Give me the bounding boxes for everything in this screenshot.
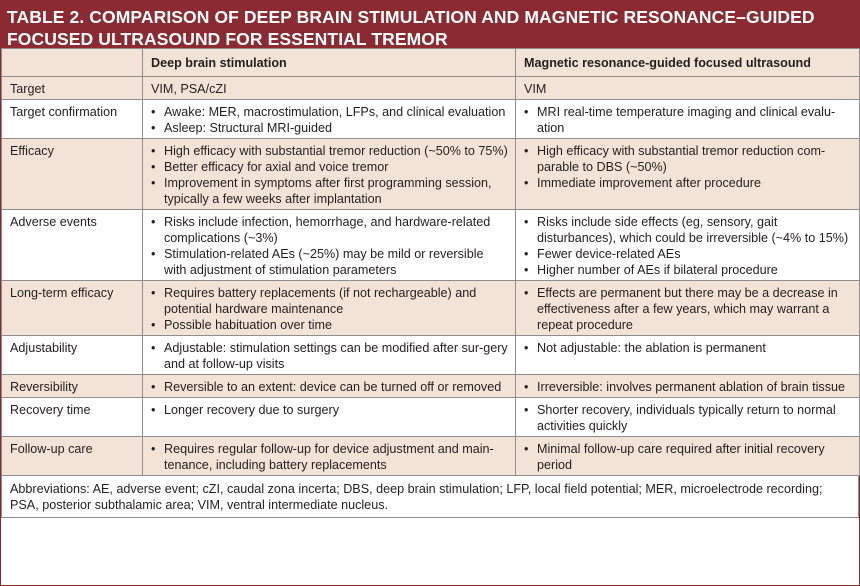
mrgfus-cell: Risks include side effects (eg, sensory,… — [515, 209, 860, 281]
mrgfus-cell: Effects are permanent but there may be a… — [515, 280, 860, 336]
bullet-list: Shorter recovery, individuals typically … — [524, 402, 853, 434]
row-label: Efficacy — [1, 138, 143, 210]
table-row: Reversibility Reversible to an extent: de… — [1, 374, 860, 398]
table-row: Follow-up careRequires regular follow-up… — [1, 436, 860, 476]
dbs-cell: Requires regular follow-up for device ad… — [142, 436, 516, 476]
row-label: Adverse events — [1, 209, 143, 281]
bullet-item: Asleep: Structural MRI-guided — [151, 120, 509, 136]
header-dbs: Deep brain stimulation — [142, 48, 516, 77]
bullet-item: Requires battery replacements (if not re… — [151, 285, 509, 317]
bullet-list: MRI real-time temperature imaging and cl… — [524, 104, 853, 136]
bullet-list: High efficacy with substantial tremor re… — [524, 143, 853, 191]
dbs-cell: Risks include infection, hemorrhage, and… — [142, 209, 516, 281]
mrgfus-cell: MRI real-time temperature imaging and cl… — [515, 99, 860, 139]
bullet-item: Effects are permanent but there may be a… — [524, 285, 853, 333]
header-mrgfus: Magnetic resonance-guided focused ultras… — [515, 48, 860, 77]
table-row: Efficacy High efficacy with substantial t… — [1, 138, 860, 210]
row-label: Reversibility — [1, 374, 143, 398]
bullet-list: Requires regular follow-up for device ad… — [151, 441, 509, 473]
table-row: AdjustabilityAdjustable: stimulation set… — [1, 335, 860, 375]
bullet-item: Irreversible: involves permanent ablatio… — [524, 379, 853, 395]
mrgfus-cell: Not adjustable: the ablation is permanen… — [515, 335, 860, 375]
bullet-list: Effects are permanent but there may be a… — [524, 285, 853, 333]
mrgfus-cell: Minimal follow-up care required after in… — [515, 436, 860, 476]
row-label: Adjustability — [1, 335, 143, 375]
header-empty — [1, 48, 143, 77]
bullet-item: Risks include side effects (eg, sensory,… — [524, 214, 853, 246]
bullet-item: Risks include infection, hemorrhage, and… — [151, 214, 509, 246]
bullet-item: Improvement in symptoms after first prog… — [151, 175, 509, 207]
row-label: Follow-up care — [1, 436, 143, 476]
bullet-item: Shorter recovery, individuals typically … — [524, 402, 853, 434]
bullet-item: High efficacy with substantial tremor re… — [151, 143, 509, 159]
bullet-list: Reversible to an extent: device can be t… — [151, 379, 509, 395]
bullet-item: Not adjustable: the ablation is permanen… — [524, 340, 853, 356]
bullet-list: High efficacy with substantial tremor re… — [151, 143, 509, 207]
mrgfus-cell: High efficacy with substantial tremor re… — [515, 138, 860, 210]
bullet-list: Risks include infection, hemorrhage, and… — [151, 214, 509, 278]
bullet-item: Reversible to an extent: device can be t… — [151, 379, 509, 395]
bullet-item: High efficacy with substantial tremor re… — [524, 143, 853, 175]
dbs-cell: VIM, PSA/cZI — [142, 76, 516, 100]
bullet-list: Longer recovery due to surgery — [151, 402, 509, 418]
dbs-cell: High efficacy with substantial tremor re… — [142, 138, 516, 210]
bullet-item: Longer recovery due to surgery — [151, 402, 509, 418]
dbs-cell: Adjustable: stimulation settings can be … — [142, 335, 516, 375]
bullet-item: Stimulation-related AEs (~25%) may be mi… — [151, 246, 509, 278]
bullet-list: Minimal follow-up care required after in… — [524, 441, 853, 473]
row-label: Target confirmation — [1, 99, 143, 139]
bullet-item: MRI real-time temperature imaging and cl… — [524, 104, 853, 136]
comparison-table: Deep brain stimulation Magnetic resonanc… — [1, 48, 860, 476]
bullet-item: Immediate improvement after procedure — [524, 175, 853, 191]
dbs-cell: Longer recovery due to surgery — [142, 397, 516, 437]
table-row: Target confirmation Awake: MER, macrostim… — [1, 99, 860, 139]
bullet-list: Not adjustable: the ablation is permanen… — [524, 340, 853, 356]
table-title: TABLE 2. COMPARISON OF DEEP BRAIN STIMUL… — [1, 1, 859, 49]
table-row: Long-term efficacyRequires battery repla… — [1, 280, 860, 336]
mrgfus-cell: VIM — [515, 76, 860, 100]
abbreviations-footnote: Abbreviations: AE, adverse event; cZI, c… — [1, 476, 859, 518]
row-label: Long-term efficacy — [1, 280, 143, 336]
bullet-item: Adjustable: stimulation settings can be … — [151, 340, 509, 372]
bullet-item: Possible habituation over time — [151, 317, 509, 333]
mrgfus-cell: Irreversible: involves permanent ablatio… — [515, 374, 860, 398]
bullet-list: Risks include side effects (eg, sensory,… — [524, 214, 853, 278]
bullet-item: Better efficacy for axial and voice trem… — [151, 159, 509, 175]
row-label: Recovery time — [1, 397, 143, 437]
bullet-item: Fewer device-related AEs — [524, 246, 853, 262]
row-label: Target — [1, 76, 143, 100]
bullet-item: Awake: MER, macrostimulation, LFPs, and … — [151, 104, 509, 120]
mrgfus-cell: Shorter recovery, individuals typically … — [515, 397, 860, 437]
bullet-list: Requires battery replacements (if not re… — [151, 285, 509, 333]
table-row: Recovery time Longer recovery due to surg… — [1, 397, 860, 437]
dbs-cell: Requires battery replacements (if not re… — [142, 280, 516, 336]
table-row: Adverse eventsRisks include infection, h… — [1, 209, 860, 281]
header-row: Deep brain stimulation Magnetic resonanc… — [1, 48, 860, 77]
bullet-item: Requires regular follow-up for device ad… — [151, 441, 509, 473]
dbs-cell: Awake: MER, macrostimulation, LFPs, and … — [142, 99, 516, 139]
bullet-list: Irreversible: involves permanent ablatio… — [524, 379, 853, 395]
bullet-list: Adjustable: stimulation settings can be … — [151, 340, 509, 372]
bullet-item: Minimal follow-up care required after in… — [524, 441, 853, 473]
bullet-list: Awake: MER, macrostimulation, LFPs, and … — [151, 104, 509, 136]
dbs-cell: Reversible to an extent: device can be t… — [142, 374, 516, 398]
bullet-item: Higher number of AEs if bilateral proced… — [524, 262, 853, 278]
